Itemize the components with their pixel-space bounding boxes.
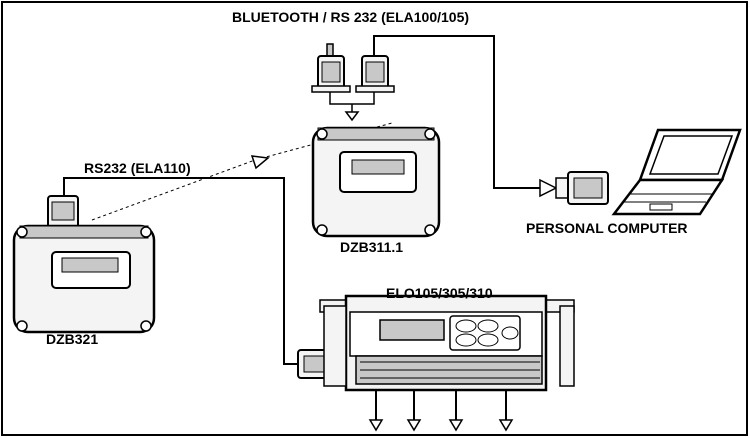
dzb321-label: DZB321 [46, 331, 99, 347]
cable-bt-to-pc [373, 35, 540, 189]
dzb321-device [12, 195, 156, 334]
input-arrows [368, 419, 514, 432]
pc-serial-connector [539, 171, 609, 205]
dzb311-device [311, 126, 441, 238]
bt-adapter [311, 43, 351, 93]
dzb311-label: DZB311.1 [340, 239, 404, 255]
wireless-arrow-icon [250, 155, 270, 170]
bluetooth-rs232-label: BLUETOOTH / RS 232 (ELA100/105) [232, 9, 470, 25]
elo-device [319, 294, 575, 392]
rs232-adapter-top [355, 55, 395, 93]
cable-rs232-to-elo [63, 177, 298, 365]
adapter-join [329, 92, 375, 112]
rs232-label: RS232 (ELA110) [84, 160, 191, 176]
cables [63, 35, 540, 420]
personal-computer-label: PERSONAL COMPUTER [526, 220, 688, 236]
elo-label: ELO105/305/310 [386, 285, 493, 301]
laptop-icon [611, 128, 742, 216]
down-arrow-icon [344, 111, 360, 122]
